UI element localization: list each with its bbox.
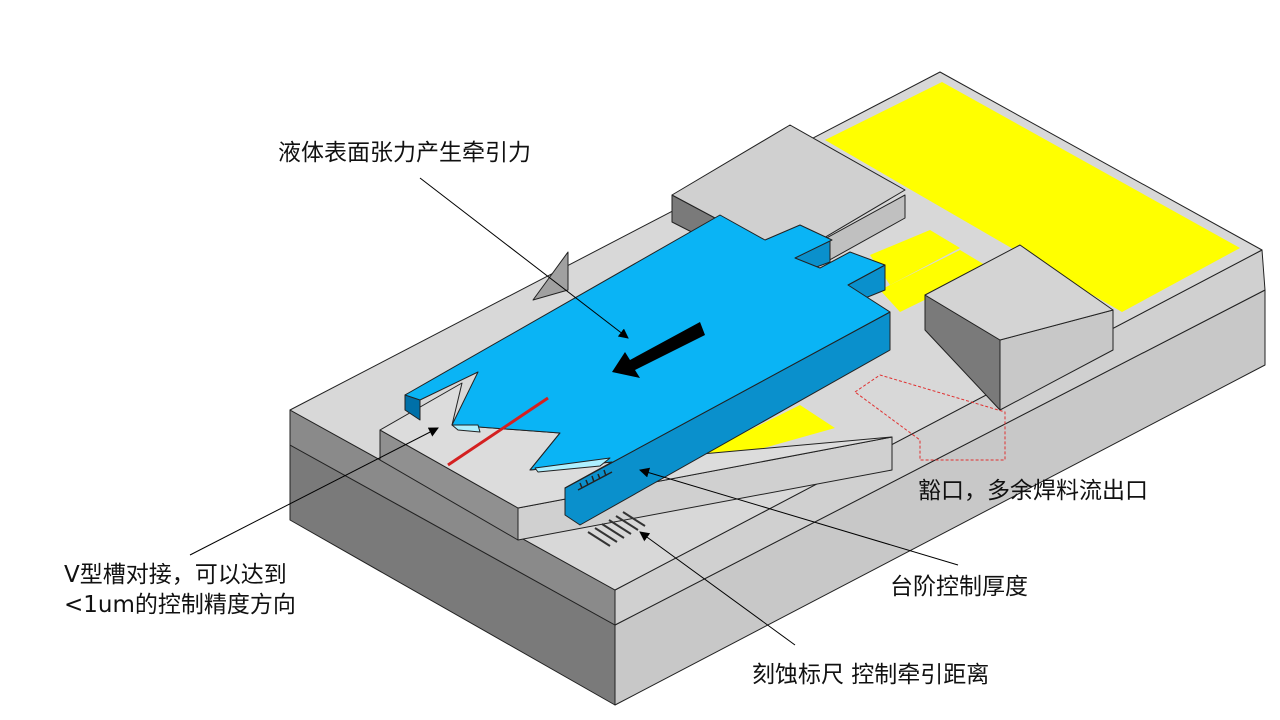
- solder-strip: [880, 250, 990, 312]
- solder-pad: [825, 82, 1240, 312]
- leader-scale: [639, 531, 796, 646]
- label-v-groove: V型槽对接，可以达到 <1um的控制精度方向: [64, 560, 296, 620]
- block-top: [924, 244, 1114, 341]
- alignment-marker-line: [447, 396, 549, 467]
- v-groove-wall: [532, 251, 569, 301]
- etched-scale-on-substrate: [587, 511, 646, 547]
- label-surface-tension: 液体表面张力产生牵引力: [278, 140, 531, 166]
- v-groove-gap: [451, 424, 481, 433]
- v-groove-gap: [534, 457, 611, 473]
- leader-v-groove: [189, 427, 439, 556]
- notch-outline: [854, 374, 1006, 461]
- leader-surface-tension: [419, 177, 629, 339]
- label-v-groove-line2: <1um的控制精度方向: [64, 592, 296, 618]
- label-v-groove-line1: V型槽对接，可以达到: [64, 562, 287, 588]
- traction-arrow: [612, 322, 705, 378]
- etched-scale-on-chip: [577, 469, 613, 491]
- label-scale: 刻蚀标尺 控制牵引距离: [752, 662, 990, 688]
- solder-strip: [870, 230, 960, 285]
- leader-step: [639, 467, 959, 566]
- label-step: 台阶控制厚度: [890, 574, 1028, 600]
- label-notch: 豁口，多余焊料流出口: [918, 478, 1148, 504]
